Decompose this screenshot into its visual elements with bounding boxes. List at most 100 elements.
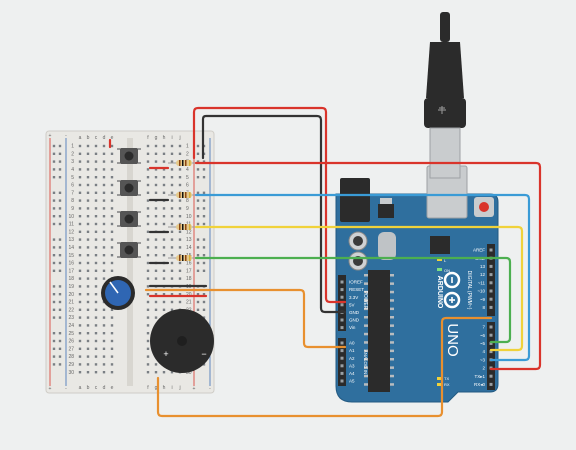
rail-hole[interactable] xyxy=(58,238,62,241)
rail-hole[interactable] xyxy=(52,176,56,179)
wire-buzzer-orange[interactable] xyxy=(156,316,493,418)
rail-hole[interactable] xyxy=(52,363,56,366)
breadboard-hole[interactable] xyxy=(146,230,150,233)
breadboard-hole[interactable] xyxy=(86,152,90,155)
breadboard-hole[interactable] xyxy=(102,254,106,257)
breadboard-hole[interactable] xyxy=(162,191,166,194)
breadboard-hole[interactable] xyxy=(178,246,182,249)
rail-hole[interactable] xyxy=(196,207,200,210)
breadboard-hole[interactable] xyxy=(146,176,150,179)
breadboard-hole[interactable] xyxy=(102,371,106,374)
breadboard-hole[interactable] xyxy=(170,238,174,241)
breadboard-hole[interactable] xyxy=(86,269,90,272)
breadboard-hole[interactable] xyxy=(178,230,182,233)
rail-hole[interactable] xyxy=(58,261,62,265)
breadboard-hole[interactable] xyxy=(86,347,90,350)
rail-hole[interactable] xyxy=(202,199,206,202)
rail-hole[interactable] xyxy=(202,222,206,226)
breadboard-hole[interactable] xyxy=(146,371,150,374)
breadboard-hole[interactable] xyxy=(178,269,182,272)
rail-hole[interactable] xyxy=(58,285,62,288)
rail-hole[interactable] xyxy=(196,246,200,249)
reset-button-cap[interactable] xyxy=(479,202,489,212)
breadboard-hole[interactable] xyxy=(170,371,174,374)
breadboard-hole[interactable] xyxy=(94,152,98,155)
breadboard-hole[interactable] xyxy=(162,293,166,296)
rail-hole[interactable] xyxy=(52,152,56,155)
breadboard-hole[interactable] xyxy=(102,324,106,327)
breadboard-hole[interactable] xyxy=(154,183,158,187)
pushbutton[interactable] xyxy=(117,211,141,227)
rail-hole[interactable] xyxy=(196,293,200,296)
rail-hole[interactable] xyxy=(196,199,200,202)
breadboard-hole[interactable] xyxy=(94,144,98,148)
breadboard-hole[interactable] xyxy=(94,332,98,335)
rail-hole[interactable] xyxy=(196,144,200,148)
breadboard-hole[interactable] xyxy=(94,191,98,194)
breadboard-hole[interactable] xyxy=(86,261,90,265)
breadboard-hole[interactable] xyxy=(146,324,150,327)
wire-gnd-black[interactable] xyxy=(201,114,347,314)
breadboard-hole[interactable] xyxy=(78,277,82,280)
breadboard-hole[interactable] xyxy=(154,277,158,280)
breadboard-hole[interactable] xyxy=(102,144,106,148)
breadboard-hole[interactable] xyxy=(146,277,150,280)
breadboard-hole[interactable] xyxy=(170,176,174,179)
breadboard-hole[interactable] xyxy=(110,254,114,257)
rail-hole[interactable] xyxy=(58,222,62,226)
breadboard-hole[interactable] xyxy=(78,308,82,311)
breadboard-hole[interactable] xyxy=(146,238,150,241)
breadboard-hole[interactable] xyxy=(86,371,90,374)
rail-hole[interactable] xyxy=(52,144,56,148)
breadboard-hole[interactable] xyxy=(178,199,182,202)
breadboard-hole[interactable] xyxy=(162,246,166,249)
rail-hole[interactable] xyxy=(58,300,62,304)
breadboard-hole[interactable] xyxy=(146,191,150,194)
breadboard-hole[interactable] xyxy=(154,238,158,241)
rail-hole[interactable] xyxy=(202,261,206,265)
breadboard-hole[interactable] xyxy=(86,215,90,218)
breadboard-hole[interactable] xyxy=(86,277,90,280)
breadboard-hole[interactable] xyxy=(110,168,114,171)
breadboard-hole[interactable] xyxy=(154,308,158,311)
breadboard-hole[interactable] xyxy=(102,230,106,233)
breadboard-hole[interactable] xyxy=(162,144,166,148)
breadboard-hole[interactable] xyxy=(146,207,150,210)
breadboard-hole[interactable] xyxy=(170,308,174,311)
breadboard-hole[interactable] xyxy=(86,363,90,366)
breadboard-hole[interactable] xyxy=(162,269,166,272)
breadboard-hole[interactable] xyxy=(162,207,166,210)
breadboard-hole[interactable] xyxy=(102,316,106,319)
rail-hole[interactable] xyxy=(52,316,56,319)
breadboard-hole[interactable] xyxy=(178,261,182,265)
breadboard-hole[interactable] xyxy=(162,168,166,171)
usb-cable[interactable] xyxy=(424,12,466,179)
breadboard-hole[interactable] xyxy=(146,183,150,187)
breadboard-hole[interactable] xyxy=(146,246,150,249)
breadboard-hole[interactable] xyxy=(102,160,106,163)
breadboard-hole[interactable] xyxy=(178,152,182,155)
breadboard-hole[interactable] xyxy=(110,176,114,179)
breadboard-hole[interactable] xyxy=(78,176,82,179)
breadboard-hole[interactable] xyxy=(94,199,98,202)
wire-pot-orange[interactable] xyxy=(144,288,347,349)
breadboard-hole[interactable] xyxy=(94,277,98,280)
breadboard-hole[interactable] xyxy=(102,269,106,272)
rail-hole[interactable] xyxy=(52,160,56,163)
breadboard-hole[interactable] xyxy=(94,254,98,257)
breadboard-hole[interactable] xyxy=(146,144,150,148)
breadboard-hole[interactable] xyxy=(102,183,106,187)
breadboard-hole[interactable] xyxy=(110,160,114,163)
rail-hole[interactable] xyxy=(52,332,56,335)
breadboard-hole[interactable] xyxy=(146,160,150,163)
breadboard-hole[interactable] xyxy=(94,269,98,272)
breadboard-hole[interactable] xyxy=(146,285,150,288)
potentiometer[interactable] xyxy=(101,276,135,310)
breadboard-hole[interactable] xyxy=(154,293,158,296)
pushbutton[interactable] xyxy=(117,180,141,196)
rail-hole[interactable] xyxy=(196,222,200,226)
rail-hole[interactable] xyxy=(58,207,62,210)
rail-hole[interactable] xyxy=(52,285,56,288)
breadboard-hole[interactable] xyxy=(146,222,150,226)
breadboard-hole[interactable] xyxy=(170,160,174,163)
